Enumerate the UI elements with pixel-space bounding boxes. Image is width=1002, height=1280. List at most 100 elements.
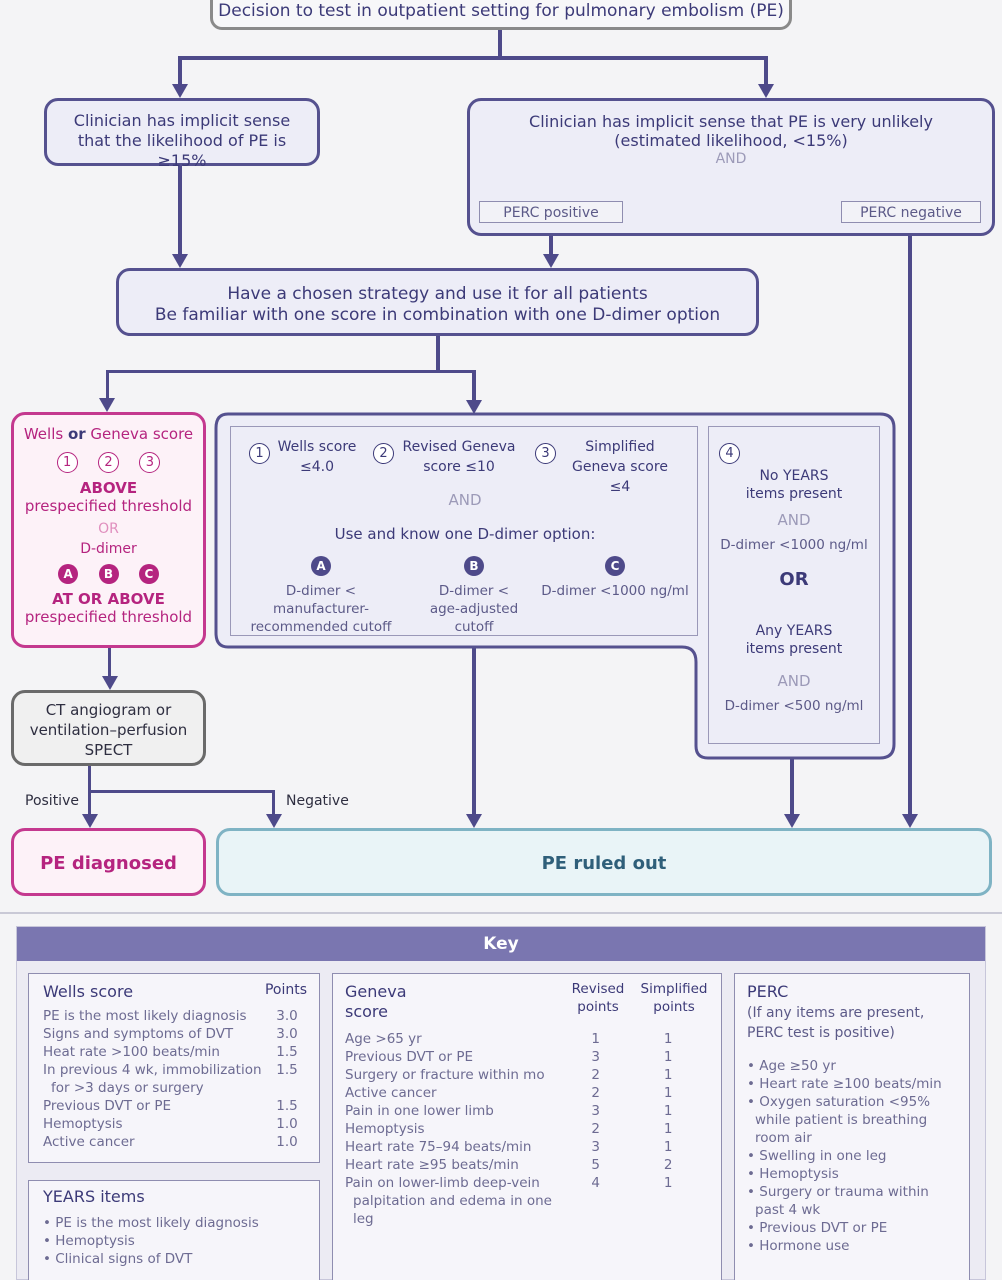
- letter-b-icon: B: [464, 556, 484, 576]
- ddimer-1000-text: D-dimer <1000 ng/ml: [720, 537, 868, 553]
- and-label-3: AND: [777, 511, 811, 529]
- geneva-simplified-points: 1: [663, 1049, 673, 1065]
- geneva-revised-points: [569, 1192, 627, 1228]
- geneva-item-label: Heart rate 75–94 beats/min: [345, 1139, 532, 1155]
- geneva-item-label: Age >65 yr: [345, 1031, 422, 1047]
- score-3: 3 Simplified Geneva score ≤4: [535, 437, 695, 497]
- ddimer-letter-row: A B C: [14, 563, 203, 584]
- wells-item-points: [267, 1079, 307, 1097]
- ddimer-500-text: D-dimer <500 ng/ml: [724, 698, 864, 714]
- geneva-revised-points: 1: [591, 1031, 600, 1047]
- perc-negative-text: PERC negative: [860, 205, 962, 221]
- perc-panel: PERC (If any items are present, PERC tes…: [734, 973, 970, 1280]
- simplified-header-b: points: [653, 999, 695, 1015]
- geneva-simplified-points: 1: [663, 1139, 673, 1155]
- wells-item: for >3 days or surgery: [43, 1079, 307, 1097]
- strategy-line1: Have a chosen strategy and use it for al…: [227, 284, 648, 304]
- wells-item-label: In previous 4 wk, immobilization: [43, 1062, 262, 1078]
- key-header: Key: [17, 927, 985, 961]
- above-label: ABOVE: [79, 479, 138, 497]
- geneva-title-a: Geneva: [345, 982, 407, 1001]
- key-title: Key: [483, 934, 519, 954]
- geneva-simplified-points: [627, 1192, 711, 1228]
- pe-ruled-out-text: PE ruled out: [541, 853, 667, 874]
- geneva-revised-points: 3: [591, 1049, 600, 1065]
- perc-negative-box: PERC negative: [841, 201, 981, 223]
- geneva-simplified-points: 1: [663, 1067, 673, 1083]
- strategy-box: Have a chosen strategy and use it for al…: [116, 268, 759, 336]
- number-3-icon: 3: [535, 443, 556, 464]
- geneva-item-label: Surgery or fracture within mo: [345, 1067, 545, 1083]
- perc-items-list: • Age ≥50 yr• Heart rate ≥100 beats/min•…: [747, 1057, 959, 1255]
- section-divider: [0, 912, 1002, 914]
- number-2-icon: 2: [98, 452, 119, 473]
- wells-item: In previous 4 wk, immobilization 1.5: [43, 1061, 307, 1079]
- perc-positive-box: PERC positive: [479, 201, 623, 223]
- geneva-revised-points: 3: [591, 1139, 600, 1155]
- score-2: 2 Revised Geneva score ≤10: [373, 437, 523, 477]
- perc-item: • Previous DVT or PE: [747, 1220, 888, 1236]
- geneva-item-label: Heart rate ≥95 beats/min: [345, 1157, 519, 1173]
- letter-a-icon: A: [58, 564, 79, 584]
- geneva-item-label: Pain in one lower limb: [345, 1103, 494, 1119]
- or-label: OR: [98, 521, 119, 537]
- wells-item-points: 1.0: [276, 1116, 298, 1132]
- geneva-item-label: Active cancer: [345, 1085, 437, 1101]
- number-1-icon: 1: [249, 443, 270, 464]
- geneva-item-label: palpitation and edema in one leg: [353, 1193, 552, 1227]
- wells-score-panel: Wells score Points PE is the most likely…: [28, 973, 320, 1163]
- score-1: 1 Wells score ≤4.0: [249, 437, 356, 477]
- wells-item-points: 1.5: [276, 1044, 298, 1060]
- presp-label-1: prespecified threshold: [24, 497, 193, 515]
- wells-item-points: 1.0: [276, 1134, 298, 1150]
- pe-ruled-out-box: PE ruled out: [216, 828, 992, 896]
- geneva-revised-points: 2: [591, 1067, 600, 1083]
- score-region-outline: [214, 412, 896, 760]
- perc-positive-text: PERC positive: [503, 205, 599, 221]
- presp-label-2: prespecified threshold: [24, 608, 193, 626]
- perc-item: • Hormone use: [747, 1238, 850, 1254]
- and-label-4: AND: [777, 672, 811, 690]
- at-or-above-label: AT OR ABOVE: [52, 590, 165, 608]
- score-ddimer-panel: 1 Wells score ≤4.0 2 Revised Geneva scor…: [230, 426, 698, 636]
- geneva-simplified-points: 1: [663, 1175, 673, 1191]
- simplified-header: Simplified points: [637, 980, 711, 1016]
- perc-item: • Age ≥50 yr: [747, 1058, 836, 1074]
- wells-item-points: 1.5: [276, 1098, 298, 1114]
- geneva-item: Heart rate 75–94 beats/min 3 1: [345, 1138, 711, 1156]
- simplified-header-a: Simplified: [640, 981, 708, 997]
- years-items-panel: YEARS items • PE is the most likely diag…: [28, 1180, 320, 1280]
- and-label-2: AND: [448, 491, 482, 509]
- perc-item: • Hemoptysis: [747, 1166, 839, 1182]
- number-3-icon: 3: [139, 452, 161, 473]
- letter-c-icon: C: [138, 564, 159, 584]
- number-4-icon: 4: [719, 443, 740, 464]
- score-1-text: Wells score ≤4.0: [277, 439, 357, 475]
- number-1-icon: 1: [56, 452, 78, 473]
- ddimer-option-a-text: D-dimer < manufacturer-recommended cutof…: [250, 583, 392, 635]
- letter-a-icon: A: [311, 556, 331, 576]
- wells-item-label: Heat rate >100 beats/min: [43, 1044, 220, 1060]
- wells-title: Wells score: [43, 982, 134, 1001]
- strategy-line2: Be familiar with one score in combinatio…: [154, 305, 721, 325]
- above-threshold-box: Wells or Geneva score 1 2 3 ABOVE prespe…: [11, 412, 206, 648]
- years-panel: 4 No YEARS items present AND D-dimer <10…: [708, 426, 880, 744]
- letter-c-icon: C: [605, 556, 625, 576]
- geneva-simplified-points: 1: [663, 1121, 673, 1137]
- years-items-list: • PE is the most likely diagnosis• Hemop…: [43, 1214, 307, 1268]
- arrowheads: [82, 84, 918, 828]
- wells-item: Heat rate >100 beats/min 1.5: [43, 1043, 307, 1061]
- wells-item-points: 1.5: [276, 1062, 298, 1078]
- wells-item-label: Hemoptysis: [43, 1116, 123, 1132]
- ddimer-option-c-text: D-dimer <1000 ng/ml: [541, 583, 689, 599]
- perc-item: • Surgery or trauma within past 4 wk: [747, 1184, 929, 1218]
